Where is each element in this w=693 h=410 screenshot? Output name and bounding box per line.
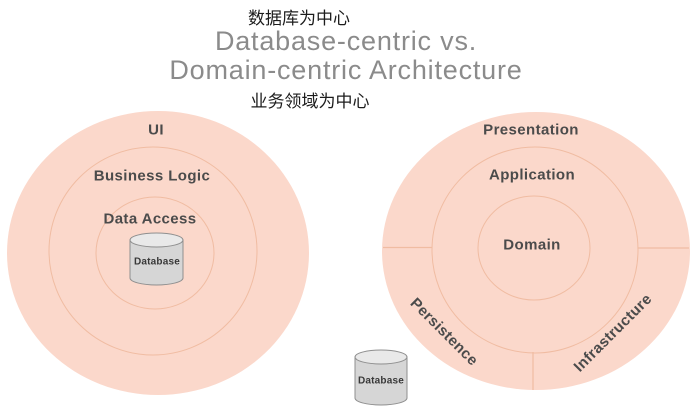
right-layer-label-domain: Domain: [503, 236, 561, 254]
label-database-centric-cn: 数据库为中心: [248, 9, 350, 28]
right-middle-ring-application: [431, 146, 639, 354]
right-outer-ring-presentation: [382, 112, 690, 390]
database-cylinder-icon: [129, 232, 184, 286]
left-inner-ring-data-access: [95, 196, 215, 310]
domain-centric-circles: [382, 112, 690, 390]
left-layer-label-business-logic: Business Logic: [93, 167, 211, 185]
database-cylinder-top: [129, 232, 184, 248]
right-inner-ring-domain: [477, 195, 591, 301]
database-cylinder-body: [129, 239, 184, 286]
left-middle-ring-business-logic: [48, 146, 258, 356]
right-layer-label-presentation: Presentation: [483, 121, 579, 139]
title-line-1: Database-centric vs.: [214, 26, 478, 56]
left-layer-label-data-access: Data Access: [103, 210, 197, 228]
page-title: Database-centric vs. Domain-centric Arch…: [169, 27, 522, 85]
external-database-cylinder-label: Database: [357, 375, 405, 387]
external-database-cylinder-body: [354, 356, 408, 406]
left-database-cylinder-label: Database: [133, 256, 181, 268]
external-database-cylinder-icon: [354, 349, 408, 406]
right-layer-label-application: Application: [488, 166, 576, 184]
external-database-cylinder-top: [354, 349, 408, 365]
title-line-2: Domain-centric Architecture: [169, 55, 523, 85]
left-layer-label-ui: UI: [148, 121, 164, 139]
label-domain-centric-cn: 业务领域为中心: [250, 92, 370, 111]
